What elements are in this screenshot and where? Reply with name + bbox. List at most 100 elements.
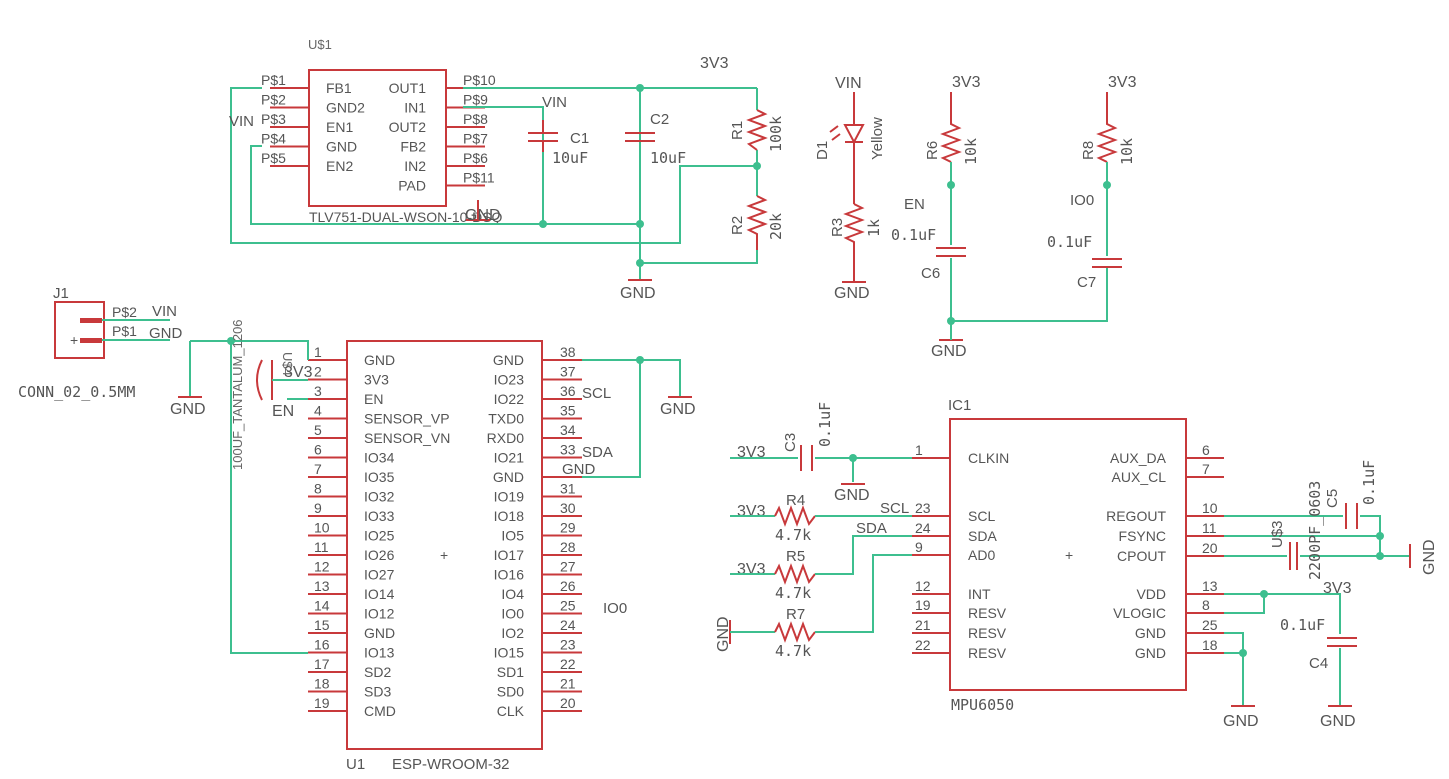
esp32-pin-number: 16	[314, 637, 330, 653]
esp32-pin-label: GND	[364, 625, 395, 641]
esp32-pin-label: IO0	[501, 606, 524, 622]
mpu-left-pins: CLKIN1SCL23SDA24AD09INT12RESV19RESV21RES…	[912, 442, 1009, 661]
wire-mpu-gnd	[1224, 632, 1244, 706]
mpu-pin-label: AUX_CL	[1112, 469, 1167, 485]
junction	[1239, 649, 1247, 657]
esp32-pin-number: 33	[560, 442, 576, 458]
r5-value: 4.7k	[775, 584, 811, 602]
u4-value: 100UF_TANTALUM_1206	[230, 319, 245, 470]
esp32-pin-number: 27	[560, 559, 576, 575]
j1-body	[54, 301, 105, 359]
net-label-3v3: 3V3	[737, 561, 766, 578]
net-label-scl: SCL	[582, 385, 611, 402]
mpu-pin-number: 6	[1202, 442, 1210, 458]
esp32-pin-number: 10	[314, 520, 330, 536]
mpu-pin-label: RESV	[968, 605, 1007, 621]
esp32-pin-label: SD3	[364, 684, 391, 700]
power-ic-pin-label: GND2	[326, 100, 365, 116]
c5-ref: C5	[1324, 489, 1341, 508]
junction	[753, 162, 761, 170]
net-label-gnd: GND	[834, 285, 870, 302]
esp32-pin-number: 26	[560, 578, 576, 594]
junction	[636, 220, 644, 228]
esp32-pin-number: 12	[314, 559, 330, 575]
power-ic-pad-label: P$1	[261, 72, 286, 88]
net-label-3v3: 3V3	[1323, 580, 1352, 597]
j1-plus: +	[70, 332, 78, 348]
net-label-3v3: 3V3	[737, 503, 766, 520]
junction	[1376, 552, 1384, 560]
j1-pad-1: P$1	[112, 323, 137, 339]
power-ic-pad-label: P$11	[463, 170, 495, 186]
capacitor-c7	[1092, 258, 1122, 268]
r7-ref: R7	[786, 606, 805, 623]
capacitor-c2	[625, 132, 655, 142]
power-ic-name: TLV751-DUAL-WSON-10-DSQ	[309, 209, 503, 225]
esp32-pin-label: IO2	[501, 625, 524, 641]
esp32-pin-label: IO32	[364, 489, 395, 505]
net-label-en: EN	[272, 403, 294, 420]
esp32-pin-number: 37	[560, 364, 576, 380]
junction	[227, 337, 235, 345]
r4-ref: R4	[786, 492, 805, 509]
esp32-pin-label: IO33	[364, 508, 395, 524]
mpu-pin-label: VLOGIC	[1113, 605, 1166, 621]
net-label-gnd: GND	[149, 325, 183, 342]
resistor-r8	[1096, 92, 1118, 163]
esp32-pin-label: SD2	[364, 664, 391, 680]
esp32-pin-number: 6	[314, 442, 322, 458]
esp32-pin-number: 28	[560, 539, 576, 555]
esp32-pin-label: IO34	[364, 450, 395, 466]
resistor-r6	[940, 92, 962, 163]
j1-pin-1	[80, 338, 102, 343]
mpu-pin-label: AD0	[968, 547, 995, 563]
esp32-pin-label: SENSOR_VN	[364, 430, 450, 446]
c7-ref: C7	[1077, 274, 1096, 291]
boot-pullups: 3V3 R6 10k EN 0.1uF C6 3V3 R8 10k IO0 0.…	[891, 74, 1137, 360]
net-label-sda: SDA	[582, 444, 613, 461]
net-label-gnd: GND	[834, 487, 870, 504]
resistor-r4	[774, 505, 816, 527]
esp32-pin-label: IO22	[494, 391, 525, 407]
esp32-pin-label: GND	[493, 469, 524, 485]
junction	[947, 181, 955, 189]
mpu-pin-label: CPOUT	[1117, 548, 1166, 564]
esp32-pin-label: IO26	[364, 547, 395, 563]
r2-ref: R2	[729, 216, 746, 235]
mpu-pin-label: GND	[1135, 645, 1166, 661]
esp32-pin-label: SENSOR_VP	[364, 411, 450, 427]
wire-esp-gnd-left	[190, 340, 308, 654]
esp32-pin-number: 22	[560, 656, 576, 672]
esp32-pin-label: IO19	[494, 489, 525, 505]
net-label-3v3: 3V3	[1108, 74, 1137, 91]
esp32-pin-label: CMD	[364, 703, 396, 719]
wire-fb1	[230, 87, 757, 244]
power-ic-pad-label: P$10	[463, 72, 496, 88]
junction	[1103, 181, 1111, 189]
mpu-pin-number: 11	[1202, 520, 1217, 536]
net-label-gnd: GND	[715, 616, 732, 652]
d1-value: Yellow	[869, 117, 886, 160]
net-label-vin: VIN	[835, 75, 862, 92]
junction	[1376, 532, 1384, 540]
c1-ref: C1	[570, 130, 589, 147]
wire-io0	[951, 162, 1108, 322]
esp32-pin-label: IO5	[501, 528, 524, 544]
esp32-name: ESP-WROOM-32	[392, 756, 510, 773]
j1-ref: J1	[53, 285, 69, 302]
wire-ad0	[815, 554, 912, 633]
power-ic-pin-label: PAD	[398, 178, 426, 194]
mpu6050-section: IC1 CLKIN1SCL23SDA24AD09INT12RESV19RESV2…	[715, 397, 1438, 730]
mpu-pin-label: VDD	[1136, 586, 1166, 602]
esp32-pin-number: 35	[560, 403, 576, 419]
esp32-pin-number: 11	[314, 539, 329, 555]
tantalum-cap-curve	[256, 359, 263, 401]
mpu-origin-mark: +	[1065, 547, 1073, 563]
c4-value: 0.1uF	[1280, 616, 1325, 634]
u3-value: 2200PF_0603	[1306, 481, 1324, 580]
resistor-r2	[746, 195, 768, 250]
esp32-pin-number: 14	[314, 598, 330, 614]
mpu-pin-label: INT	[968, 586, 991, 602]
mpu-pin-number: 10	[1202, 500, 1218, 516]
esp32-pin-label: IO4	[501, 586, 524, 602]
